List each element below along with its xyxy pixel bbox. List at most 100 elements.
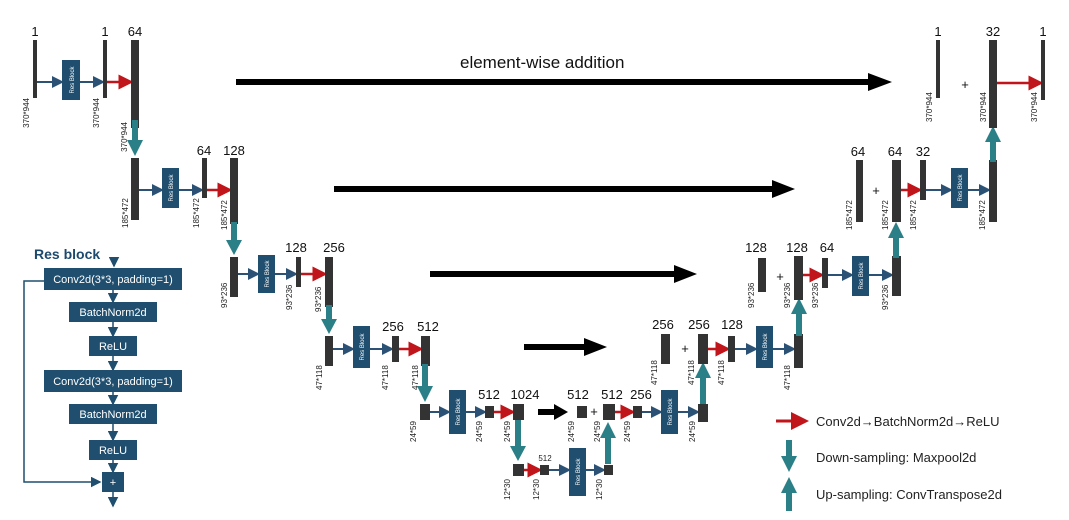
svg-text:32: 32 [916, 144, 930, 159]
bottleneck: 512 Res Block 12*30 12*30 12*30 [503, 448, 613, 500]
feature-bar [325, 257, 333, 307]
svg-text:370*944: 370*944 [22, 97, 31, 127]
res-block [449, 390, 466, 434]
svg-text:128: 128 [223, 143, 245, 158]
svg-text:+: + [590, 404, 598, 419]
legend-item-down: Down-sampling: Maxpool2d [781, 440, 976, 472]
decoder-level-2: + Res Block 64 64 32 185*472 185*472 185… [845, 144, 997, 230]
svg-text:93*236: 93*236 [747, 282, 756, 308]
svg-text:185*472: 185*472 [220, 200, 229, 230]
feature-bar [856, 160, 863, 222]
svg-text:Conv2d→BatchNorm2d→ReLU: Conv2d→BatchNorm2d→ReLU [816, 414, 1000, 429]
svg-text:512: 512 [478, 387, 500, 402]
svg-text:Conv2d(3*3, padding=1): Conv2d(3*3, padding=1) [53, 274, 173, 286]
svg-text:512: 512 [417, 319, 439, 334]
svg-text:64: 64 [197, 143, 211, 158]
up-arrow-1 [985, 126, 1001, 162]
decoder-level-3: + Res Block 128 128 64 93*236 93*236 93*… [745, 240, 901, 310]
svg-text:1: 1 [1039, 24, 1046, 39]
svg-text:47*118: 47*118 [783, 365, 792, 390]
svg-text:370*944: 370*944 [92, 97, 101, 127]
res-block [258, 255, 275, 293]
res-block [62, 60, 80, 100]
encoder-level-1: Res Block 1 1 64 370*944 370*944 370*944 [22, 24, 142, 152]
feature-bar [577, 406, 587, 418]
feature-bar [936, 40, 940, 98]
res-block [756, 326, 773, 368]
svg-text:93*236: 93*236 [220, 282, 229, 308]
skip-arrow-4 [524, 338, 607, 356]
batchnorm-layer [69, 302, 157, 322]
svg-text:185*472: 185*472 [881, 200, 890, 230]
svg-text:24*59: 24*59 [409, 421, 418, 442]
encoder-level-5: Res Block 512 1024 24*59 24*59 24*59 [409, 387, 539, 442]
svg-text:93*236: 93*236 [811, 282, 820, 308]
feature-bar [103, 40, 107, 98]
skip-arrow-5 [538, 404, 568, 420]
svg-text:32: 32 [986, 24, 1000, 39]
svg-text:370*944: 370*944 [925, 92, 934, 122]
feature-bar [202, 158, 207, 198]
svg-text:64: 64 [128, 24, 142, 39]
svg-text:93*236: 93*236 [783, 282, 792, 308]
feature-bar [131, 40, 139, 128]
feature-bar [296, 257, 301, 287]
svg-text:1: 1 [934, 24, 941, 39]
svg-text:512: 512 [538, 454, 552, 463]
relu-layer [89, 440, 137, 460]
down-arrow-5 [510, 420, 526, 461]
svg-text:256: 256 [323, 240, 345, 255]
up-arrow-3 [791, 298, 807, 336]
svg-text:Res Block: Res Block [763, 332, 769, 360]
svg-text:Res Block: Res Block [576, 457, 582, 485]
relu-layer [89, 336, 137, 356]
svg-text:1024: 1024 [511, 387, 540, 402]
decoder-level-1: + 1 32 1 370*944 370*944 370*944 [925, 24, 1047, 128]
svg-text:512: 512 [601, 387, 623, 402]
svg-text:128: 128 [745, 240, 767, 255]
feature-bar [540, 465, 549, 475]
svg-text:370*944: 370*944 [1030, 92, 1039, 122]
svg-text:24*59: 24*59 [503, 421, 512, 442]
svg-text:370*944: 370*944 [979, 92, 988, 122]
down-arrow-3 [321, 305, 337, 334]
skip-arrow-2 [334, 180, 795, 198]
feature-bar [794, 256, 803, 300]
svg-text:Res Block: Res Block [668, 397, 674, 425]
down-arrow-1 [127, 120, 143, 156]
feature-bar [728, 336, 735, 362]
svg-text:24*59: 24*59 [623, 421, 632, 442]
svg-text:47*118: 47*118 [650, 360, 659, 385]
svg-text:47*118: 47*118 [315, 365, 324, 390]
svg-text:47*118: 47*118 [411, 365, 420, 390]
res-block [661, 390, 678, 434]
svg-text:Res Block: Res Block [456, 397, 462, 425]
svg-text:1: 1 [101, 24, 108, 39]
feature-bar [603, 404, 615, 420]
svg-text:1: 1 [31, 24, 38, 39]
feature-bar [822, 258, 828, 288]
skip-arrow-3 [430, 265, 697, 283]
feature-bar [421, 336, 430, 366]
feature-bar [604, 465, 613, 475]
feature-bar [661, 334, 670, 364]
svg-text:Res Block: Res Block [958, 173, 964, 201]
svg-text:+: + [681, 341, 689, 356]
svg-text:256: 256 [688, 317, 710, 332]
feature-bar [698, 334, 708, 364]
feature-bar [892, 256, 901, 296]
res-block-title: Res block [34, 246, 100, 262]
svg-text:Res Block: Res Block [169, 173, 175, 201]
svg-text:512: 512 [567, 387, 589, 402]
svg-text:Res Block: Res Block [360, 332, 366, 360]
svg-text:370*944: 370*944 [120, 121, 129, 151]
svg-text:24*59: 24*59 [567, 421, 576, 442]
svg-text:185*472: 185*472 [192, 198, 201, 228]
feature-bar [230, 158, 238, 224]
svg-text:+: + [110, 477, 116, 489]
svg-text:185*472: 185*472 [909, 200, 918, 230]
feature-bar [989, 160, 997, 222]
decoder-level-5: + Res Block 512 512 256 24*59 24*59 24*5… [567, 387, 708, 442]
svg-text:BatchNorm2d: BatchNorm2d [79, 307, 146, 319]
svg-text:93*236: 93*236 [285, 284, 294, 310]
